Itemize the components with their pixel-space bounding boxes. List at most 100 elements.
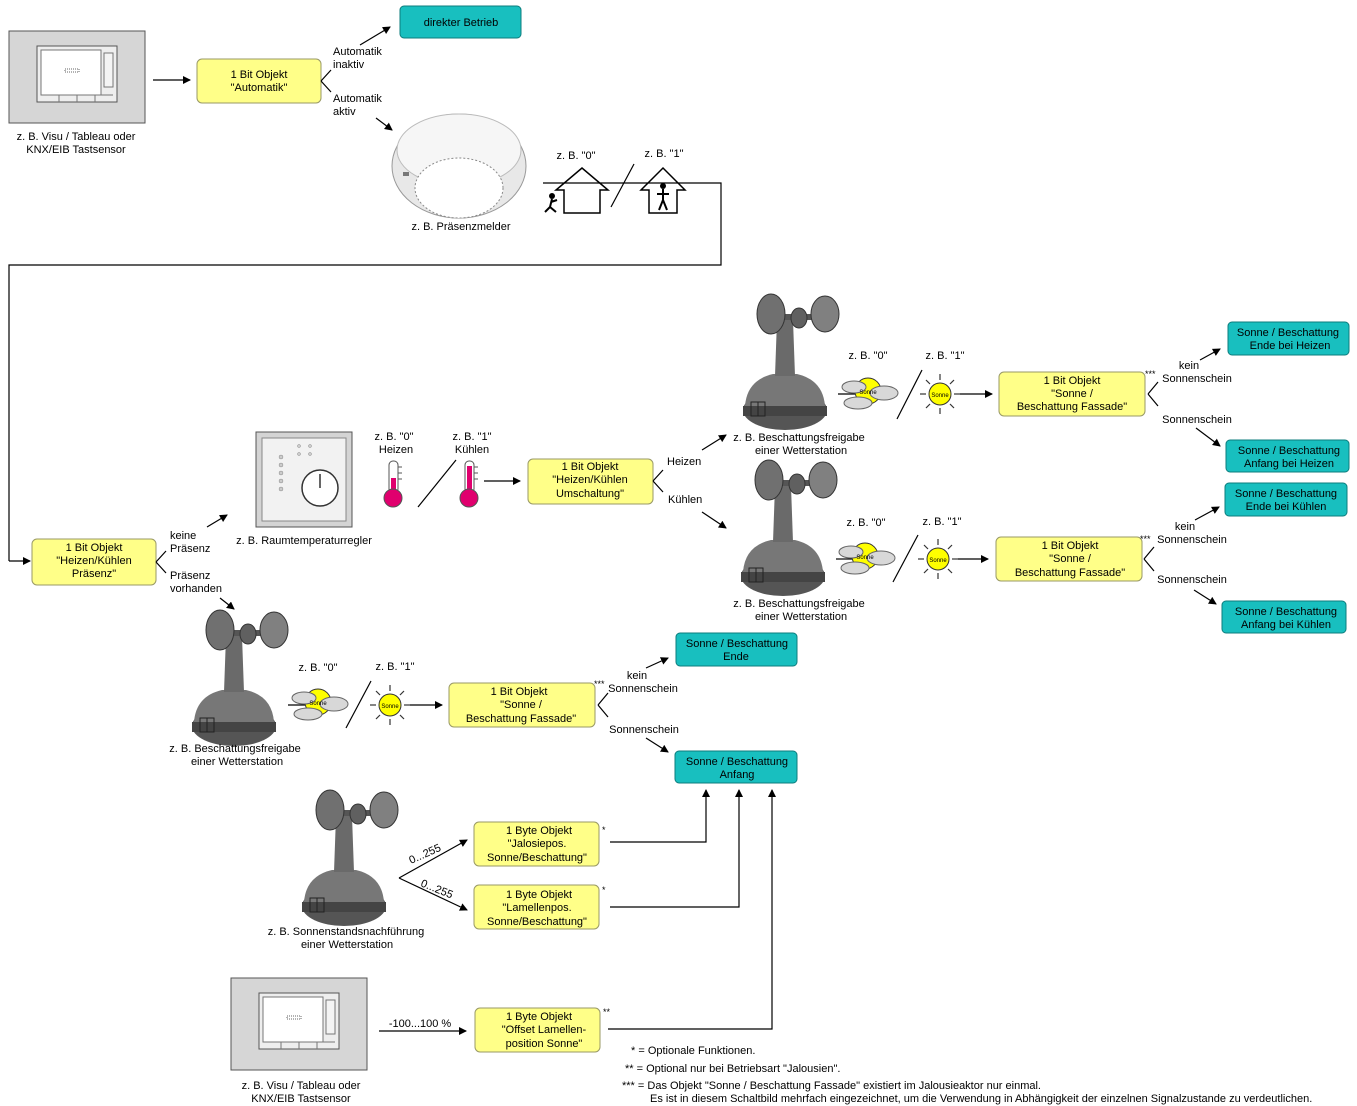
svg-text:Sonne / Beschattung: Sonne / Beschattung bbox=[1238, 445, 1340, 457]
raumtemperaturregler-label: z. B. Raumtemperaturregler bbox=[236, 535, 372, 547]
wetterstation-nachfuehrung-icon bbox=[301, 789, 399, 927]
svg-text:Sonne / Beschattung: Sonne / Beschattung bbox=[1235, 488, 1337, 500]
result-anfang-kuehlen: Sonne / Beschattung Anfang bei Kühlen bbox=[1221, 600, 1347, 634]
thermometer-kuehlen-icon bbox=[459, 460, 479, 508]
svg-text:***: *** bbox=[1145, 369, 1156, 379]
keine-praesenz-label: keine bbox=[170, 530, 196, 542]
svg-text:1 Bit Objekt: 1 Bit Objekt bbox=[562, 461, 619, 473]
house-empty-icon bbox=[544, 167, 611, 214]
svg-text:"Heizen/Kühlen: "Heizen/Kühlen bbox=[552, 474, 627, 486]
svg-text:Umschaltung": Umschaltung" bbox=[556, 488, 624, 500]
visu-panel-bottom-icon bbox=[230, 977, 368, 1071]
result-anfang: Sonne / Beschattung Anfang bbox=[674, 750, 798, 784]
svg-text:Ende bei Heizen: Ende bei Heizen bbox=[1250, 340, 1331, 352]
wetterstation-praesenz-label-1: z. B. Beschattungsfreigabe bbox=[169, 743, 300, 755]
svg-text:"Jalosiepos.: "Jalosiepos. bbox=[508, 838, 567, 850]
svg-text:"Sonne /: "Sonne / bbox=[500, 699, 543, 711]
raumtemperaturregler-icon bbox=[255, 431, 353, 528]
svg-text:1 Bit Objekt: 1 Bit Objekt bbox=[66, 542, 123, 554]
svg-text:Sonne / Beschattung: Sonne / Beschattung bbox=[686, 638, 788, 650]
visu-bottom-label-2: KNX/EIB Tastsensor bbox=[251, 1093, 351, 1105]
praesenzmelder-label: z. B. Präsenzmelder bbox=[411, 221, 510, 233]
temp-kuehlen-label: Kühlen bbox=[455, 444, 489, 456]
footnote-3: *** = Das Objekt "Sonne / Beschattung Fa… bbox=[622, 1080, 1041, 1092]
svg-text:"Offset Lamellen-: "Offset Lamellen- bbox=[502, 1024, 587, 1036]
footnote-1: * = Optionale Funktionen. bbox=[631, 1045, 755, 1057]
svg-text:Ende: Ende bbox=[723, 651, 749, 663]
range-lamellen: 0...255 bbox=[419, 878, 455, 902]
svg-text:Beschattung Fassade": Beschattung Fassade" bbox=[466, 713, 576, 725]
house-occupied-icon bbox=[639, 166, 687, 214]
praesenz-vorhanden-label: Präsenz bbox=[170, 570, 210, 582]
svg-text:Anfang bei Kühlen: Anfang bei Kühlen bbox=[1241, 619, 1331, 631]
umschaltung-heizen-label: Heizen bbox=[667, 456, 701, 468]
umschaltung-kuehlen-label: Kühlen bbox=[668, 494, 702, 506]
svg-text:"Sonne /: "Sonne / bbox=[1049, 553, 1092, 565]
svg-text:*: * bbox=[602, 885, 606, 895]
object-sonne-fassade-heizen: 1 Bit Objekt "Sonne / Beschattung Fassad… bbox=[998, 371, 1146, 417]
svg-text:Sonne: Sonne bbox=[856, 555, 874, 561]
svg-text:1 Byte Objekt: 1 Byte Objekt bbox=[506, 1011, 572, 1023]
range-offset: -100...100 % bbox=[389, 1018, 452, 1030]
svg-text:Sonne: Sonne bbox=[929, 558, 947, 564]
svg-text:einer Wetterstation: einer Wetterstation bbox=[191, 756, 283, 768]
svg-text:Sonne / Beschattung: Sonne / Beschattung bbox=[1235, 606, 1337, 618]
svg-text:**: ** bbox=[603, 1007, 611, 1017]
svg-text:einer Wetterstation: einer Wetterstation bbox=[755, 611, 847, 623]
heizen-zb1: z. B. "1" bbox=[926, 350, 965, 362]
kuehlen-sonnenschein: Sonnenschein bbox=[1157, 574, 1227, 586]
kuehlen-zb1: z. B. "1" bbox=[923, 516, 962, 528]
svg-text:Beschattung Fassade": Beschattung Fassade" bbox=[1015, 567, 1125, 579]
heizen-sonnenschein: Sonnenschein bbox=[1162, 414, 1232, 426]
temp-heizen-label: Heizen bbox=[379, 444, 413, 456]
praesenzmelder-icon bbox=[391, 113, 527, 219]
praesenz-zb1: z. B. "1" bbox=[645, 148, 684, 160]
wetterstation-praesenz-icon bbox=[191, 609, 289, 747]
object-heizen-kuehlen-umschaltung: 1 Bit Objekt "Heizen/Kühlen Umschaltung" bbox=[527, 458, 654, 505]
svg-text:Sonne/Beschattung": Sonne/Beschattung" bbox=[487, 852, 587, 864]
praesenz-ws-zb1: z. B. "1" bbox=[376, 661, 415, 673]
temp-zb1: z. B. "1" bbox=[453, 431, 492, 443]
svg-text:Präsenz: Präsenz bbox=[170, 543, 210, 555]
svg-text:Ende bei Kühlen: Ende bei Kühlen bbox=[1246, 501, 1327, 513]
svg-text:"Sonne /: "Sonne / bbox=[1051, 388, 1094, 400]
svg-text:Sonne / Beschattung: Sonne / Beschattung bbox=[1237, 327, 1339, 339]
visu-top-label-2: KNX/EIB Tastsensor bbox=[26, 144, 126, 156]
svg-text:1 Bit Objekt: 1 Bit Objekt bbox=[491, 686, 548, 698]
kuehlen-zb0: z. B. "0" bbox=[847, 517, 886, 529]
svg-text:aktiv: aktiv bbox=[333, 106, 356, 118]
kuehlen-kein-sonnenschein: kein bbox=[1175, 521, 1195, 533]
svg-text:Sonne/Beschattung": Sonne/Beschattung" bbox=[487, 916, 587, 928]
object-automatik: 1 Bit Objekt "Automatik" bbox=[196, 58, 322, 104]
heizen-kein-sonnenschein: kein bbox=[1179, 360, 1199, 372]
svg-text:Präsenz": Präsenz" bbox=[72, 568, 116, 580]
svg-text:1 Byte Objekt: 1 Byte Objekt bbox=[506, 889, 572, 901]
footnote-3b: Es ist in diesem Schaltbild mehrfach ein… bbox=[650, 1093, 1312, 1105]
svg-text:"Heizen/Kühlen: "Heizen/Kühlen bbox=[56, 555, 131, 567]
svg-text:1 Bit Objekt: 1 Bit Objekt bbox=[1044, 375, 1101, 387]
svg-text:direkter Betrieb: direkter Betrieb bbox=[424, 17, 499, 29]
svg-text:"Lamellenpos.: "Lamellenpos. bbox=[502, 902, 571, 914]
svg-text:Sonne: Sonne bbox=[859, 390, 877, 396]
object-lamellenpos: 1 Byte Objekt "Lamellenpos. Sonne/Bescha… bbox=[473, 884, 600, 930]
visu-top-label-1: z. B. Visu / Tableau oder bbox=[17, 131, 136, 143]
svg-text:einer Wetterstation: einer Wetterstation bbox=[301, 939, 393, 951]
temp-zb0: z. B. "0" bbox=[375, 431, 414, 443]
svg-text:Beschattung Fassade": Beschattung Fassade" bbox=[1017, 401, 1127, 413]
object-sonne-fassade-kuehlen: 1 Bit Objekt "Sonne / Beschattung Fassad… bbox=[995, 536, 1143, 582]
wetterstation-heizen-icon bbox=[742, 293, 840, 431]
svg-text:Sonnenschein: Sonnenschein bbox=[608, 683, 678, 695]
footnote-2: ** = Optional nur bei Betriebsart "Jalou… bbox=[625, 1063, 840, 1075]
svg-text:Sonne / Beschattung: Sonne / Beschattung bbox=[686, 756, 788, 768]
object-sonne-fassade-praesenz: 1 Bit Objekt "Sonne / Beschattung Fassad… bbox=[448, 682, 596, 728]
praesenz-kein-sonnenschein: kein bbox=[627, 670, 647, 682]
result-ende-kuehlen: Sonne / Beschattung Ende bei Kühlen bbox=[1224, 482, 1348, 517]
svg-text:1 Bit Objekt: 1 Bit Objekt bbox=[231, 69, 288, 81]
result-anfang-heizen: Sonne / Beschattung Anfang bei Heizen bbox=[1225, 439, 1350, 473]
svg-text:Sonne: Sonne bbox=[381, 704, 399, 710]
svg-text:Sonnenschein: Sonnenschein bbox=[1162, 373, 1232, 385]
svg-text:Anfang bei Heizen: Anfang bei Heizen bbox=[1244, 458, 1334, 470]
svg-text:***: *** bbox=[1140, 534, 1151, 544]
object-offset: 1 Byte Objekt "Offset Lamellen- position… bbox=[474, 1007, 601, 1053]
